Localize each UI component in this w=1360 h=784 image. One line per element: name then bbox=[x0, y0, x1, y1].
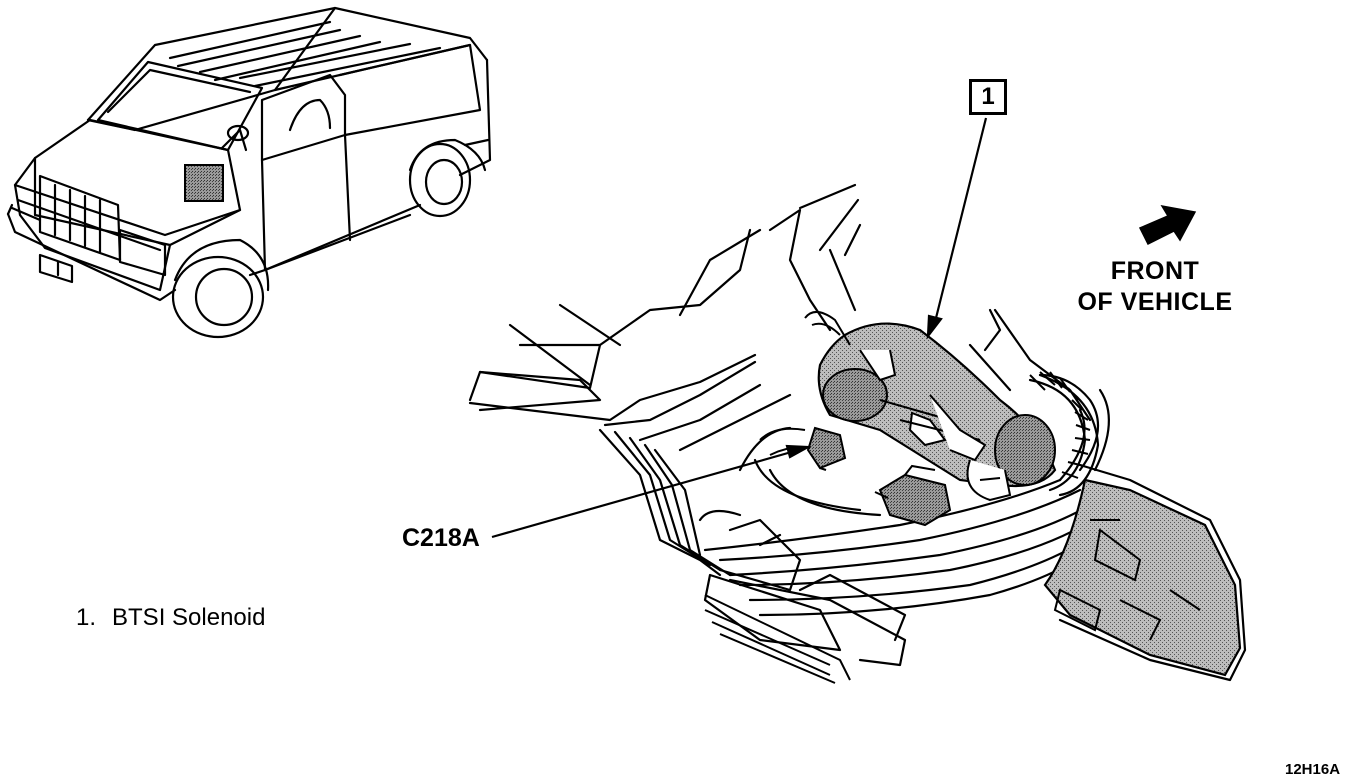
front-arrow-icon bbox=[1138, 204, 1197, 246]
front-label-line1: FRONT bbox=[1110, 257, 1200, 285]
solenoid-details bbox=[804, 311, 1091, 502]
front-of-vehicle-label: FRONT OF VEHICLE bbox=[1040, 256, 1270, 318]
bracket-details bbox=[1053, 519, 1201, 641]
legend-text: BTSI Solenoid bbox=[112, 604, 266, 631]
connector-block bbox=[874, 464, 952, 527]
legend-number: 1. bbox=[76, 604, 97, 631]
bracket-shading bbox=[1043, 478, 1242, 677]
location-marker bbox=[184, 164, 224, 202]
figure-code: 12H16A bbox=[1285, 761, 1341, 778]
callout-number-box: 1 bbox=[969, 79, 1007, 115]
legend-item: 1. BTSI Solenoid bbox=[76, 604, 265, 632]
leader-lines bbox=[491, 117, 988, 539]
module-stripes bbox=[704, 594, 851, 684]
van-illustration bbox=[6, 6, 492, 339]
callout-number: 1 bbox=[981, 83, 995, 110]
front-label-line2: OF VEHICLE bbox=[1077, 288, 1233, 316]
connector-label: C218A bbox=[402, 524, 480, 552]
